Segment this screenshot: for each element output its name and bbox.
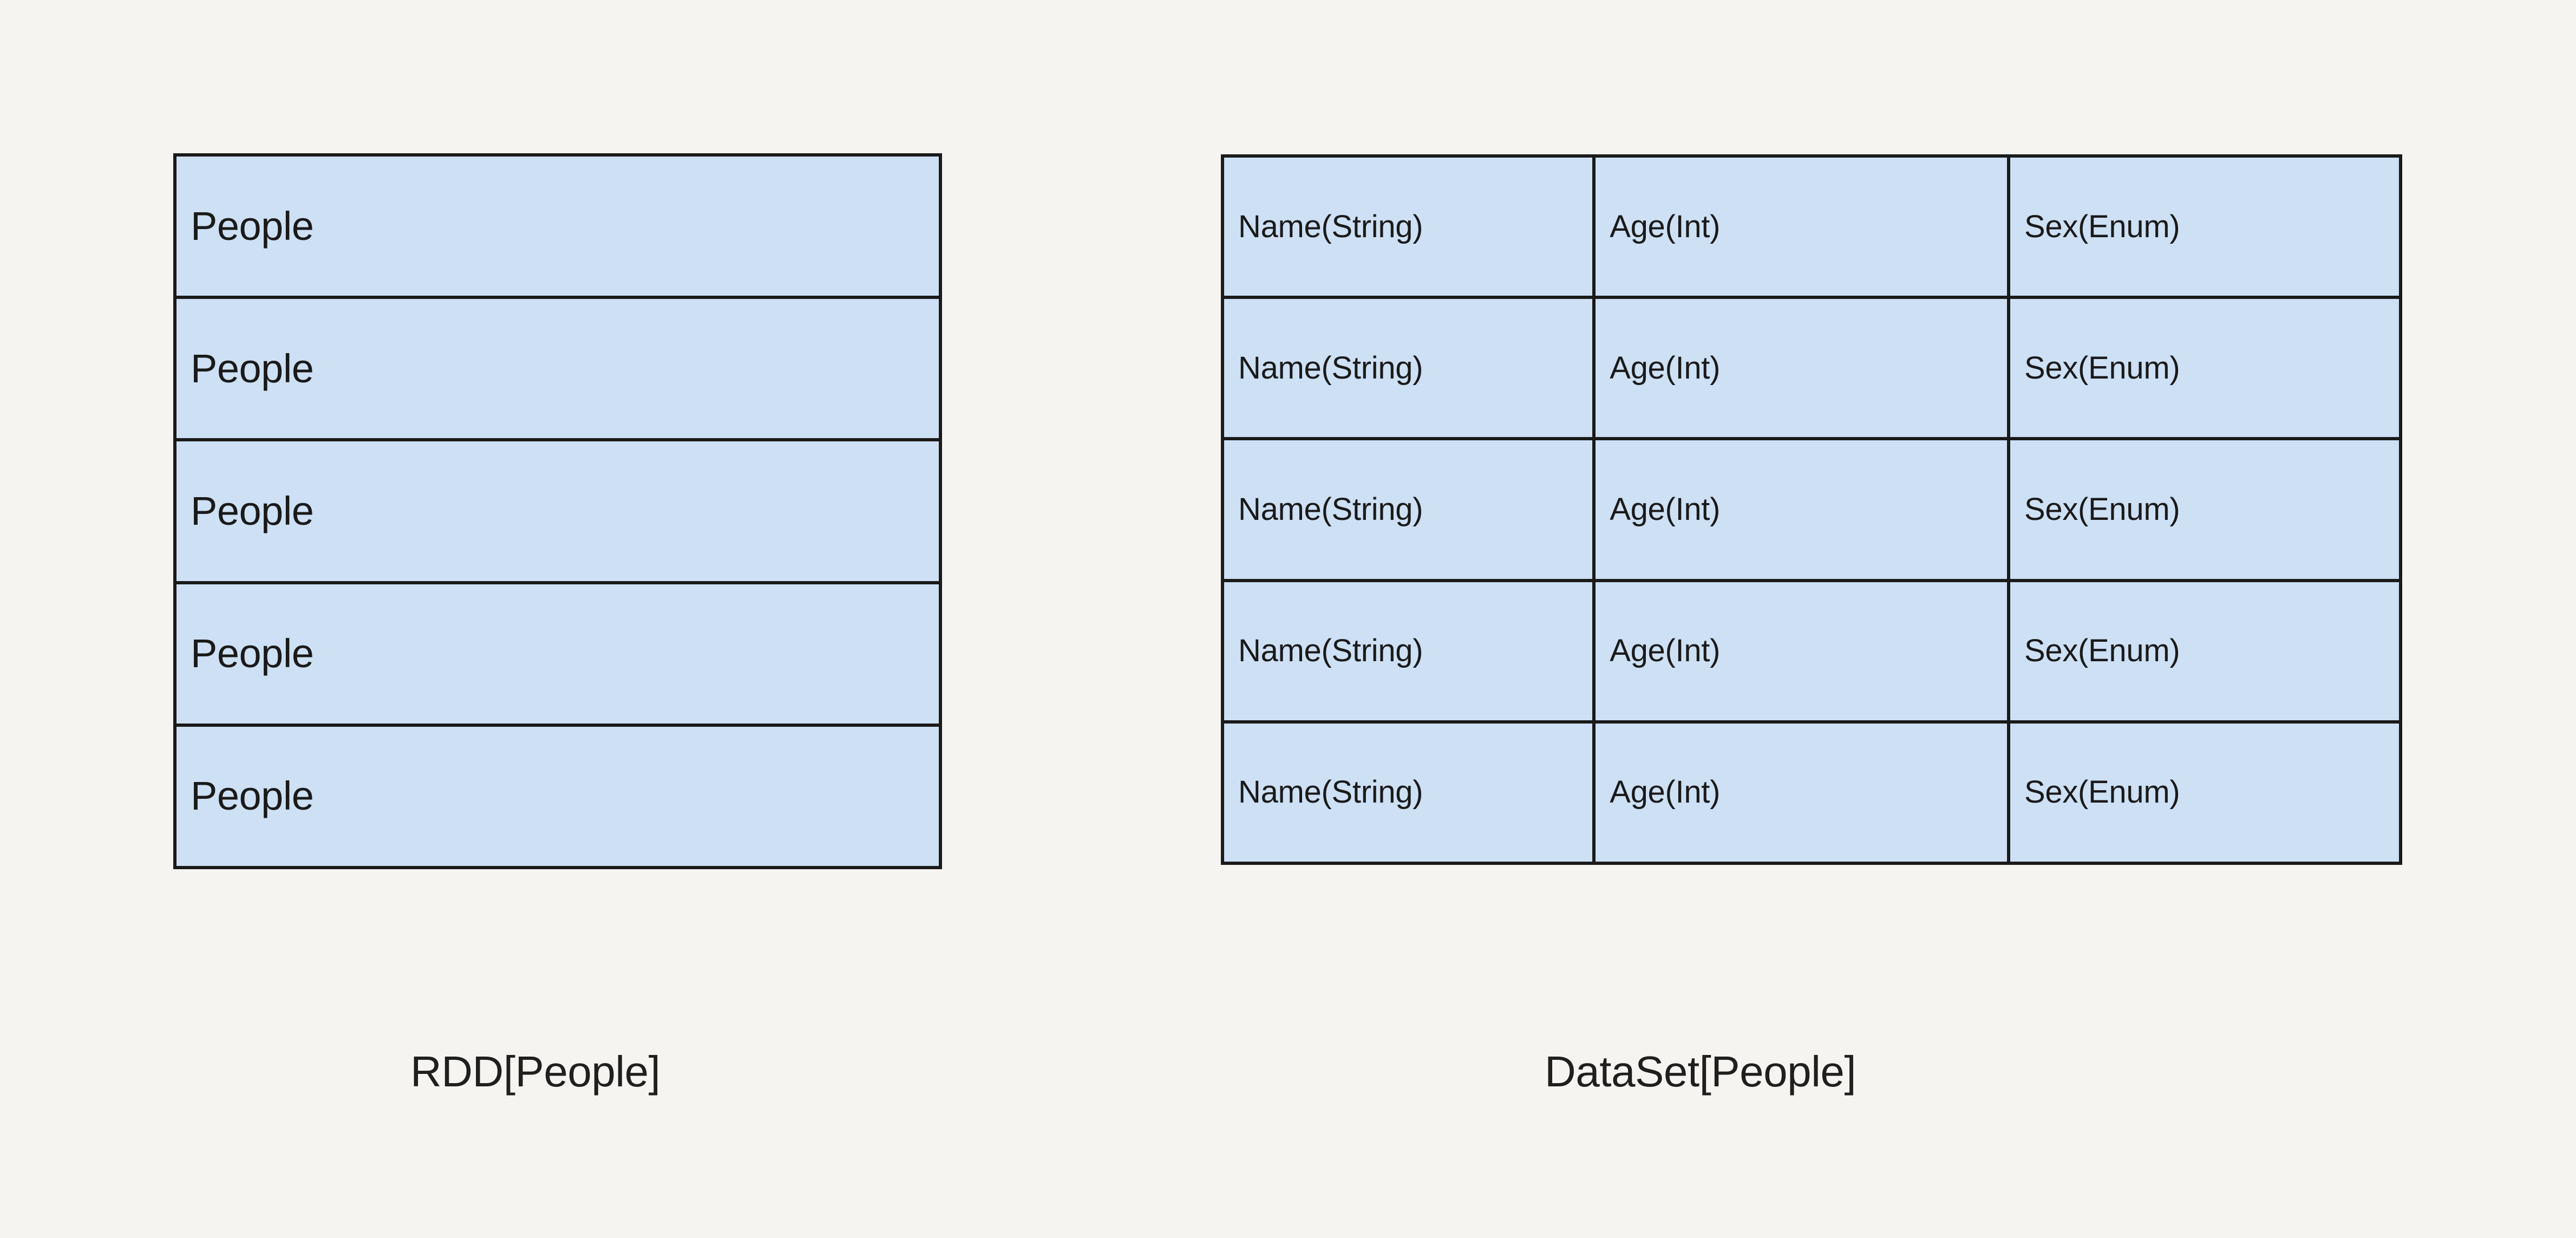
- dataset-row: Name(String) Age(Int) Sex(Enum): [1224, 723, 2399, 862]
- rdd-row-label: People: [191, 773, 314, 819]
- dataset-cell-age: Age(Int): [1596, 582, 2010, 720]
- dataset-cell-name: Name(String): [1224, 440, 1596, 579]
- dataset-cell-name: Name(String): [1224, 158, 1596, 296]
- dataset-cell-label: Age(Int): [1610, 208, 1721, 244]
- rdd-stack: People People People People People: [173, 153, 942, 869]
- rdd-row: People: [176, 441, 939, 584]
- rdd-row-label: People: [191, 346, 314, 391]
- dataset-cell-label: Age(Int): [1610, 633, 1721, 669]
- rdd-row: People: [176, 584, 939, 727]
- dataset-cell-label: Sex(Enum): [2024, 774, 2180, 810]
- rdd-row: People: [176, 726, 939, 866]
- rdd-row-label: People: [191, 488, 314, 533]
- rdd-row: People: [176, 299, 939, 442]
- dataset-caption: DataSet[People]: [1545, 1047, 1856, 1096]
- dataset-cell-sex: Sex(Enum): [2010, 440, 2399, 579]
- dataset-cell-sex: Sex(Enum): [2010, 158, 2399, 296]
- dataset-cell-name: Name(String): [1224, 299, 1596, 438]
- dataset-row: Name(String) Age(Int) Sex(Enum): [1224, 440, 2399, 582]
- rdd-row-label: People: [191, 203, 314, 249]
- dataset-cell-label: Sex(Enum): [2024, 350, 2180, 386]
- dataset-row: Name(String) Age(Int) Sex(Enum): [1224, 158, 2399, 299]
- dataset-cell-label: Age(Int): [1610, 774, 1721, 810]
- dataset-table: Name(String) Age(Int) Sex(Enum) Name(Str…: [1221, 154, 2402, 865]
- dataset-cell-age: Age(Int): [1596, 723, 2010, 862]
- rdd-caption: RDD[People]: [410, 1047, 661, 1096]
- dataset-cell-label: Age(Int): [1610, 350, 1721, 386]
- dataset-cell-label: Sex(Enum): [2024, 492, 2180, 527]
- dataset-cell-sex: Sex(Enum): [2010, 723, 2399, 862]
- rdd-row-label: People: [191, 631, 314, 676]
- dataset-cell-label: Name(String): [1238, 208, 1423, 244]
- dataset-cell-sex: Sex(Enum): [2010, 582, 2399, 720]
- dataset-cell-label: Age(Int): [1610, 492, 1721, 527]
- dataset-row: Name(String) Age(Int) Sex(Enum): [1224, 299, 2399, 441]
- dataset-cell-label: Name(String): [1238, 492, 1423, 527]
- dataset-cell-label: Name(String): [1238, 633, 1423, 669]
- dataset-cell-name: Name(String): [1224, 723, 1596, 862]
- dataset-cell-label: Sex(Enum): [2024, 633, 2180, 669]
- dataset-cell-sex: Sex(Enum): [2010, 299, 2399, 438]
- dataset-cell-name: Name(String): [1224, 582, 1596, 720]
- dataset-cell-age: Age(Int): [1596, 299, 2010, 438]
- rdd-row: People: [176, 157, 939, 299]
- dataset-cell-age: Age(Int): [1596, 440, 2010, 579]
- dataset-cell-label: Name(String): [1238, 350, 1423, 386]
- dataset-cell-label: Name(String): [1238, 774, 1423, 810]
- dataset-row: Name(String) Age(Int) Sex(Enum): [1224, 582, 2399, 724]
- dataset-cell-age: Age(Int): [1596, 158, 2010, 296]
- dataset-cell-label: Sex(Enum): [2024, 208, 2180, 244]
